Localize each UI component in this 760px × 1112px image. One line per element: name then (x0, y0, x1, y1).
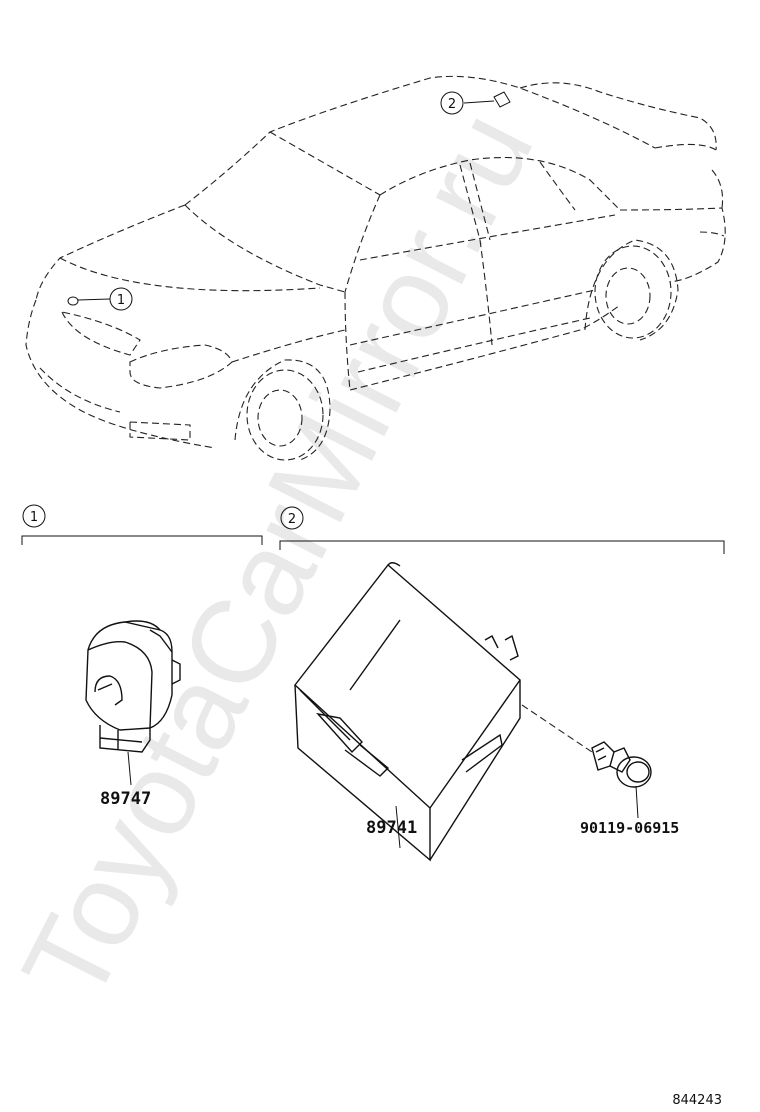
part-bolt-90119-06915[interactable] (591, 741, 652, 819)
section-1-header: 1 (21, 504, 263, 545)
callout-2-marker[interactable]: 2 (440, 91, 511, 115)
watermark-text: ToyotaCarMirror.ru (0, 91, 559, 1021)
part-sensor-89747[interactable] (85, 620, 181, 786)
callout-2-label: 2 (448, 97, 456, 112)
callout-1-label: 1 (117, 293, 125, 308)
section-1-number: 1 (30, 510, 38, 525)
car-outline (25, 75, 726, 461)
diagram-code: 844243 (672, 1093, 722, 1108)
callout-1-marker[interactable]: 1 (67, 287, 133, 311)
assembly-leader-line (521, 704, 593, 753)
section-2-number: 2 (288, 512, 296, 527)
sensor-location-icon (67, 296, 79, 306)
part-number-90119-06915[interactable]: 90119-06915 (580, 819, 679, 837)
part-number-89747[interactable]: 89747 (100, 789, 151, 809)
part-ecu-89741[interactable] (294, 562, 521, 862)
part-number-89741[interactable]: 89741 (366, 818, 417, 838)
ecu-location-icon (493, 91, 511, 108)
section-2-header: 2 (279, 506, 725, 554)
